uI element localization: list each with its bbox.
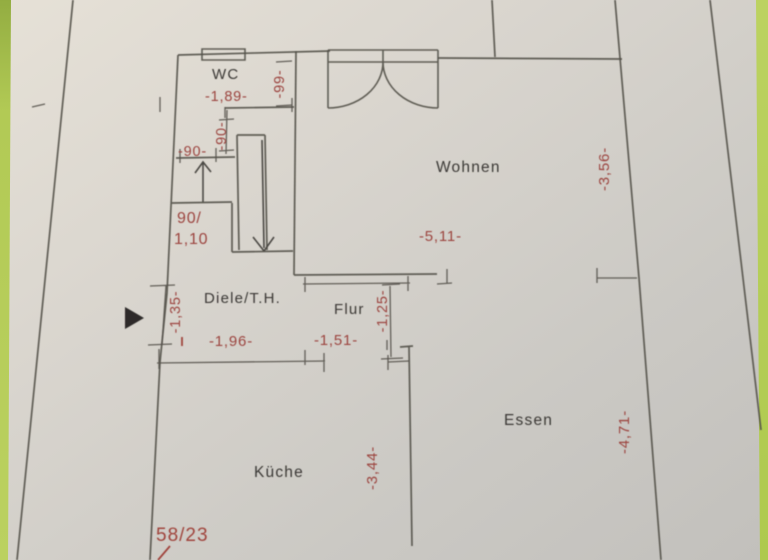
red-marks [157, 337, 183, 560]
outer-right-line [709, 0, 762, 431]
stair-note-line2: 1,10 [174, 231, 208, 248]
dim-diele-width [156, 349, 326, 372]
stair-shaft [236, 134, 268, 251]
parcel-slash-mark [157, 545, 171, 560]
dim-wc-side-ticks [275, 60, 293, 107]
stair-up-arrow-icon [194, 160, 212, 202]
stair-wall-upper [175, 156, 236, 159]
top-wall-left [177, 50, 331, 56]
dim-label-wohnen-height: -3,56- [596, 147, 613, 191]
dim-label-kueche-height: -3,44- [364, 446, 381, 490]
dim-wohnen-width [302, 269, 453, 292]
stair-wall-mid [171, 201, 233, 204]
wohnen-bottom-wall [293, 273, 438, 276]
dim-label-wohnen-width: -5,11- [419, 228, 462, 245]
dim-diele-height [147, 284, 176, 346]
dim-stair-top-ticks [179, 148, 217, 163]
outer-left-line [16, 0, 74, 560]
room-label-flur: Flur [334, 301, 365, 318]
double-door-swing-icon [327, 61, 439, 109]
entrance-triangle-icon [125, 307, 144, 329]
dim-label-flur-width: -1,51- [314, 332, 358, 349]
wc-window-icon [201, 48, 246, 61]
dim-wohnen-height-tick [596, 268, 637, 283]
dim-label-wc-width: -1,89- [205, 89, 248, 105]
dim-label-flur-height: -1,25- [375, 290, 391, 333]
dim-label-diele-height: -1,35- [168, 291, 184, 334]
kueche-essen-wall [399, 345, 414, 547]
dimension-ticks [31, 60, 637, 372]
room-label-wc: WC [212, 66, 239, 83]
dimension-labels: -1,89- -99- -90- -90- 90/ 1,10 -5,11- -3… [168, 70, 633, 491]
dim-label-stair-top: -90- [178, 144, 207, 160]
room-label-diele: Diele/T.H. [204, 290, 281, 307]
top-wall-right [437, 57, 623, 60]
stair-note-line1: 90/ [177, 210, 202, 227]
stair-down-arrow-icon [252, 139, 275, 252]
dim-flur-height [380, 283, 404, 360]
green-mat-left [0, 0, 11, 560]
wc-right-wall [293, 50, 297, 276]
dim-label-stair-side: -90- [214, 122, 230, 151]
dim-label-wc-side: -99- [272, 70, 288, 99]
wc-bottom-wall [224, 106, 295, 109]
dim-label-essen-height: -4,71- [616, 410, 633, 454]
room-label-kueche: Küche [254, 464, 304, 481]
dim-flur-width-ticks [386, 340, 410, 370]
room-label-essen: Essen [504, 412, 553, 429]
dim-label-diele-width: -1,96- [209, 333, 253, 350]
room-label-wohnen: Wohnen [436, 159, 501, 176]
parcel-number-label: 58/23 [156, 525, 209, 546]
stair-bottom-wall [231, 203, 294, 253]
window-and-door-symbols [201, 48, 439, 109]
room-labels: WC Wohnen Diele/T.H. Flur Essen Küche [204, 66, 553, 481]
dim-stair-side-ticks [218, 109, 235, 155]
stair-arrows [194, 139, 275, 252]
right-wall [614, 0, 662, 560]
top-niche-wall [491, 0, 496, 58]
stray-edge-tick [31, 103, 46, 108]
